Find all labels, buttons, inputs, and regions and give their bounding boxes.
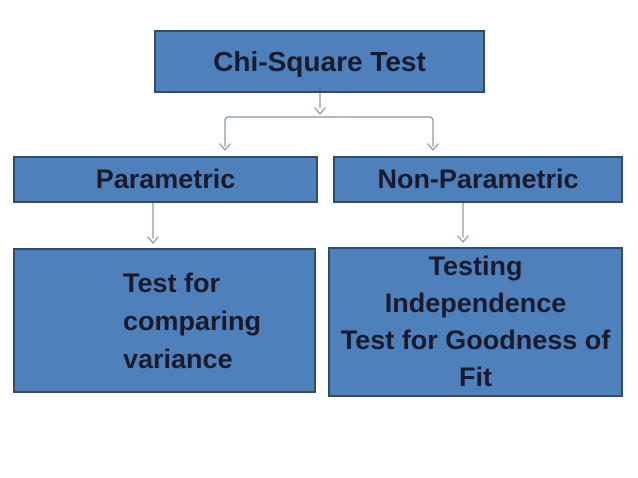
- arrowhead-parametric-child: [147, 236, 159, 244]
- node-parametric-label: Parametric: [95, 164, 236, 195]
- node-chi-square-test-label: Chi-Square Test: [213, 45, 426, 77]
- node-test-for-comparing-variance-label: Test for comparing variance: [123, 267, 262, 374]
- node-testing-independence-goodness-of-fit: Testing Independence Test for Goodness o…: [328, 247, 623, 397]
- node-chi-square-test: Chi-Square Test: [154, 30, 485, 93]
- node-testing-independence-goodness-of-fit-label: Testing Independence Test for Goodness o…: [340, 251, 611, 392]
- node-parametric: Parametric: [13, 156, 318, 203]
- node-test-for-comparing-variance: Test for comparing variance: [13, 248, 316, 393]
- arrowhead-non-parametric-child: [457, 235, 469, 243]
- node-non-parametric-label: Non-Parametric: [377, 164, 579, 195]
- arrowhead-parametric: [219, 143, 231, 151]
- connector-branch-bracket: [224, 116, 434, 147]
- arrowhead-junction: [314, 107, 326, 115]
- arrowhead-non-parametric: [427, 143, 439, 151]
- node-non-parametric: Non-Parametric: [333, 156, 623, 203]
